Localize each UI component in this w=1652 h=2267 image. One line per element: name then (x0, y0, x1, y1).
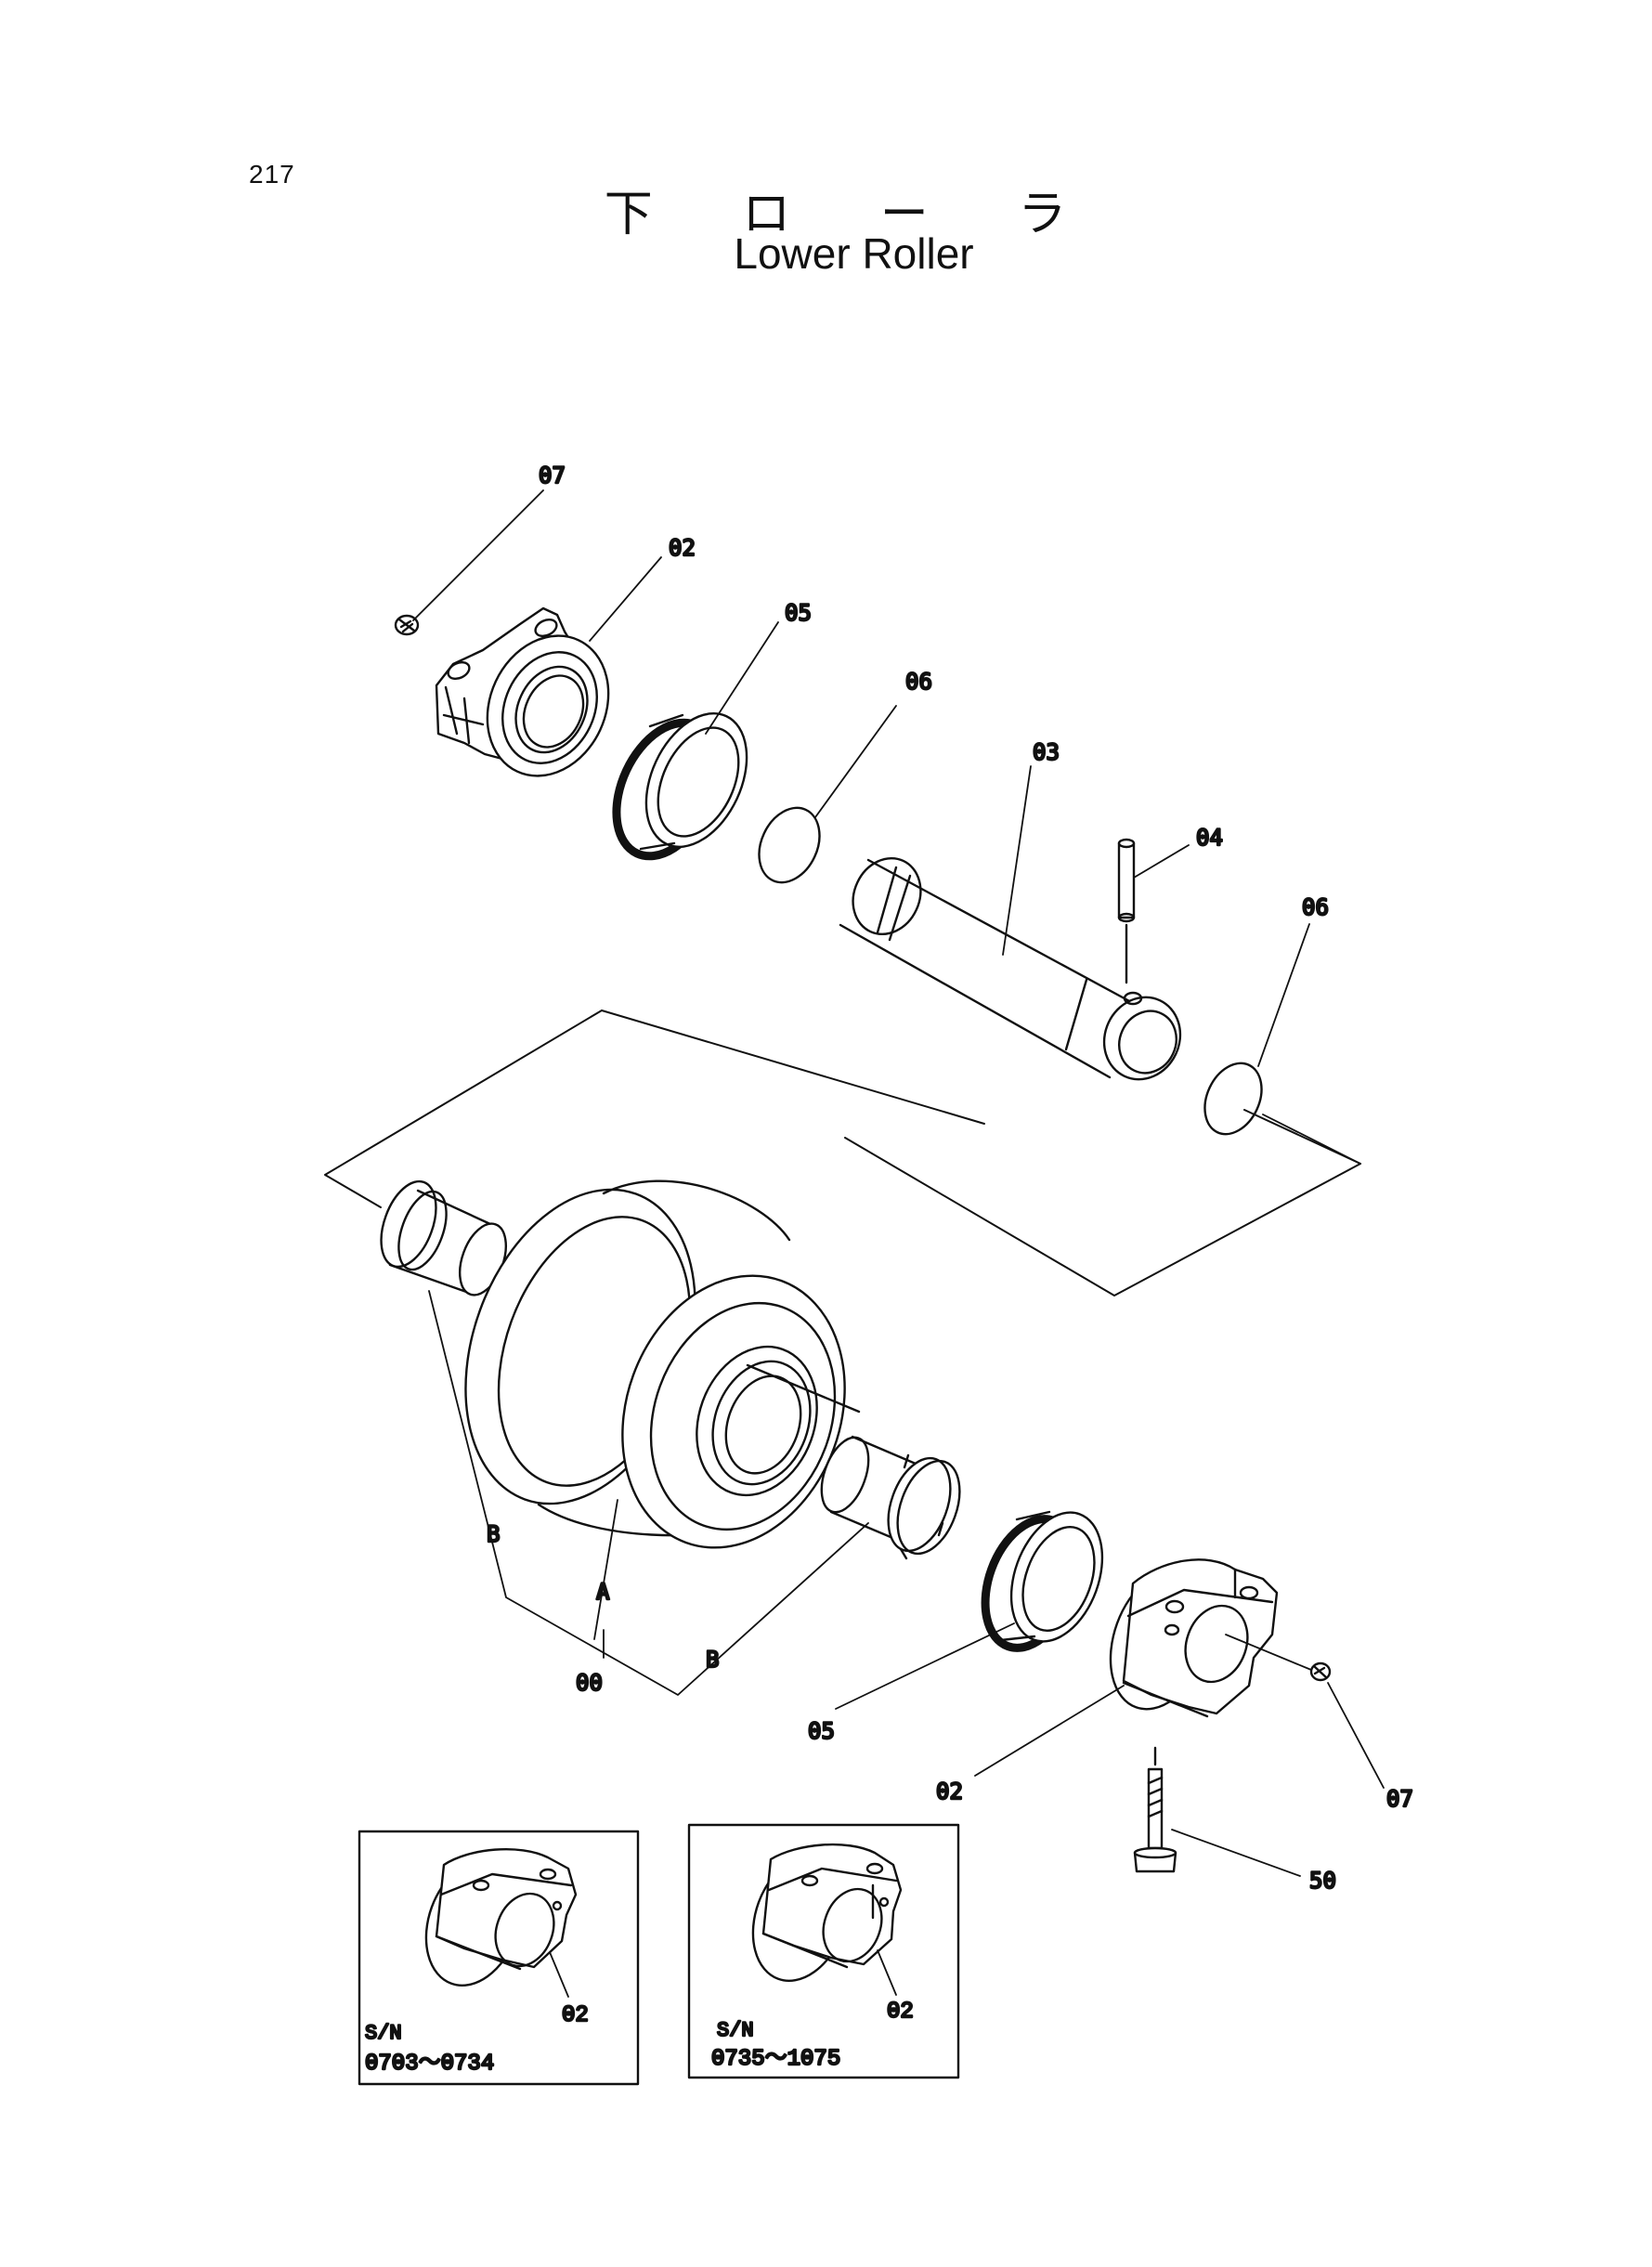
seal-bottom-part (981, 1510, 1104, 1652)
seal-top-part (612, 711, 748, 861)
inset-2-sn-label: S/N (717, 2019, 754, 2042)
inset-1-sn-range: 0703～0734 (365, 2052, 494, 2077)
inset-1-part-callout: 02 (562, 2003, 589, 2028)
inset-1-sn-label: S/N (365, 2022, 402, 2045)
callout-ref-b-bottom: B (706, 1647, 719, 1673)
callout-collar-top: 02 (669, 535, 696, 561)
callout-oring-top: 06 (905, 669, 932, 695)
callout-ref-b-left: B (487, 1521, 500, 1547)
callout-oring-right: 06 (1302, 894, 1329, 920)
page-title-english: Lower Roller (734, 229, 974, 278)
bolt-part (1133, 1746, 1177, 1873)
assembly-leader-lines (601, 1010, 1361, 1165)
inset-2-sn-range: 0735～1075 (711, 2047, 840, 2072)
inset-collar-variant-1: 02 S/N 0703～0734 (358, 1830, 640, 2086)
callout-pin: 04 (1196, 825, 1223, 851)
bushing-right-part (820, 1435, 961, 1560)
callout-seal-bottom: 05 (808, 1718, 835, 1744)
callout-bolt: 50 (1309, 1868, 1336, 1894)
inset-collar-variant-2: 02 S/N 0735～1075 (687, 1823, 960, 2079)
page-title-japanese: 下 ロ ー ラ (604, 187, 1104, 242)
callout-screw-top: 07 (539, 463, 566, 489)
inset-2-part-callout: 02 (887, 2000, 914, 2025)
callout-screw-bottom: 07 (1386, 1786, 1413, 1812)
assembly-outline (324, 1010, 1361, 1296)
callout-ref-a: A (596, 1579, 610, 1605)
shaft-part (839, 856, 1182, 1081)
callout-seal-top: 05 (785, 600, 812, 626)
roller-body-part (464, 1179, 861, 1549)
collar-top-part (435, 606, 610, 777)
callout-assembly: 00 (576, 1670, 603, 1696)
callout-collar-bottom: 02 (936, 1778, 963, 1804)
set-screw-top (394, 614, 420, 636)
pin-part (1117, 838, 1136, 984)
page-number: 217 (249, 160, 295, 189)
o-ring-top (758, 806, 821, 884)
callout-shaft: 03 (1033, 739, 1060, 765)
set-screw-bottom (1309, 1661, 1332, 1682)
collar-bottom-part (1109, 1558, 1279, 1718)
leader-lines (412, 489, 1385, 1877)
o-ring-right (1203, 1062, 1263, 1136)
